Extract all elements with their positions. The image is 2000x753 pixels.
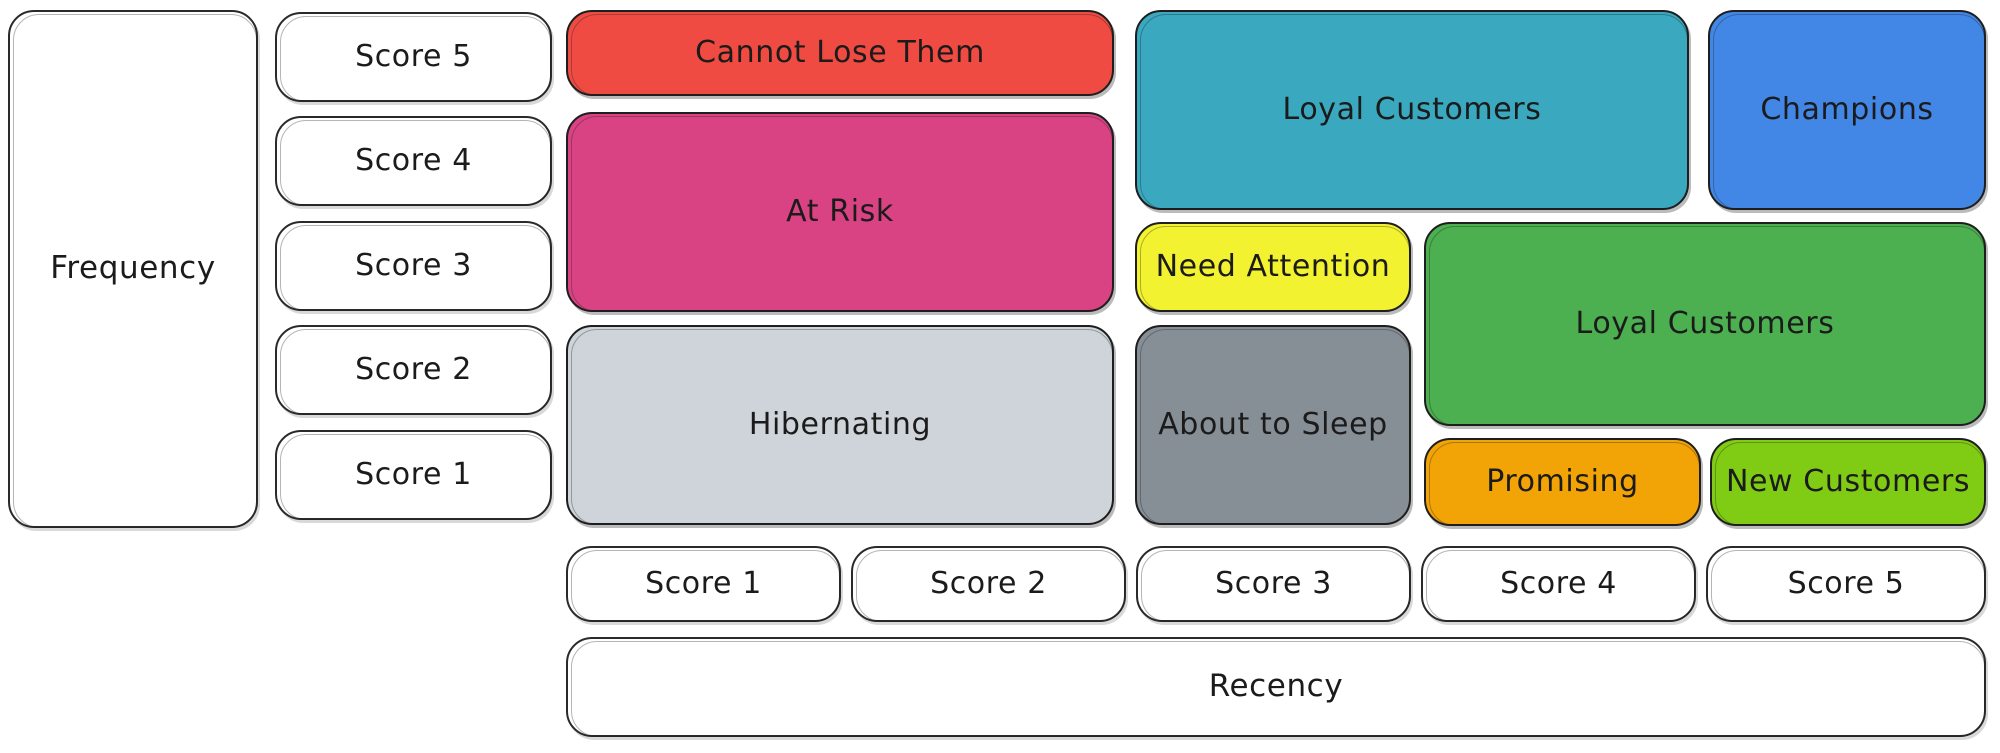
recency-score-1[interactable]: Score 1 [566,546,841,622]
recency-score-2-label: Score 2 [930,565,1047,601]
segment-new-customers[interactable]: New Customers [1710,438,1986,526]
frequency-score-3[interactable]: Score 3 [275,221,552,311]
segment-about-to-sleep-label: About to Sleep [1158,406,1388,442]
frequency-score-1[interactable]: Score 1 [275,430,552,520]
segment-cannot-lose-them-label: Cannot Lose Them [695,34,985,70]
segment-cannot-lose-them[interactable]: Cannot Lose Them [566,10,1114,96]
frequency-score-2-label: Score 2 [355,351,472,387]
segment-at-risk-label: At Risk [786,193,894,229]
recency-score-2[interactable]: Score 2 [851,546,1126,622]
segment-champions[interactable]: Champions [1708,10,1986,210]
segment-about-to-sleep[interactable]: About to Sleep [1135,325,1411,525]
recency-score-5-label: Score 5 [1787,565,1905,601]
recency-score-1-label: Score 1 [645,565,762,601]
segment-loyal-customers-green[interactable]: Loyal Customers [1424,222,1986,426]
frequency-axis-title: Frequency [8,10,258,528]
segment-champions-label: Champions [1760,91,1934,127]
segment-promising-label: Promising [1486,463,1639,499]
segment-hibernating-label: Hibernating [748,406,932,442]
frequency-score-5-label: Score 5 [355,38,472,74]
segment-loyal-customers-teal[interactable]: Loyal Customers [1135,10,1689,210]
recency-score-3[interactable]: Score 3 [1136,546,1411,622]
frequency-score-2[interactable]: Score 2 [275,325,552,415]
recency-score-3-label: Score 3 [1215,565,1332,601]
frequency-axis-label: Frequency [50,250,216,287]
frequency-score-4[interactable]: Score 4 [275,116,552,206]
segment-new-customers-label: New Customers [1725,463,1971,499]
segment-need-attention[interactable]: Need Attention [1135,222,1411,312]
frequency-score-3-label: Score 3 [355,247,472,283]
segment-loyal-customers-green-label: Loyal Customers [1575,305,1835,341]
recency-score-4[interactable]: Score 4 [1421,546,1696,622]
recency-score-5[interactable]: Score 5 [1706,546,1986,622]
recency-axis-label: Recency [1208,668,1344,705]
segment-loyal-customers-teal-label: Loyal Customers [1282,91,1542,127]
recency-axis-title: Recency [566,637,1986,737]
frequency-score-4-label: Score 4 [355,142,472,178]
frequency-score-1-label: Score 1 [355,456,472,492]
recency-score-4-label: Score 4 [1500,565,1617,601]
segment-at-risk[interactable]: At Risk [566,112,1114,312]
segment-need-attention-label: Need Attention [1155,248,1391,284]
frequency-score-5[interactable]: Score 5 [275,12,552,102]
segment-hibernating[interactable]: Hibernating [566,325,1114,525]
segment-promising[interactable]: Promising [1424,438,1701,526]
